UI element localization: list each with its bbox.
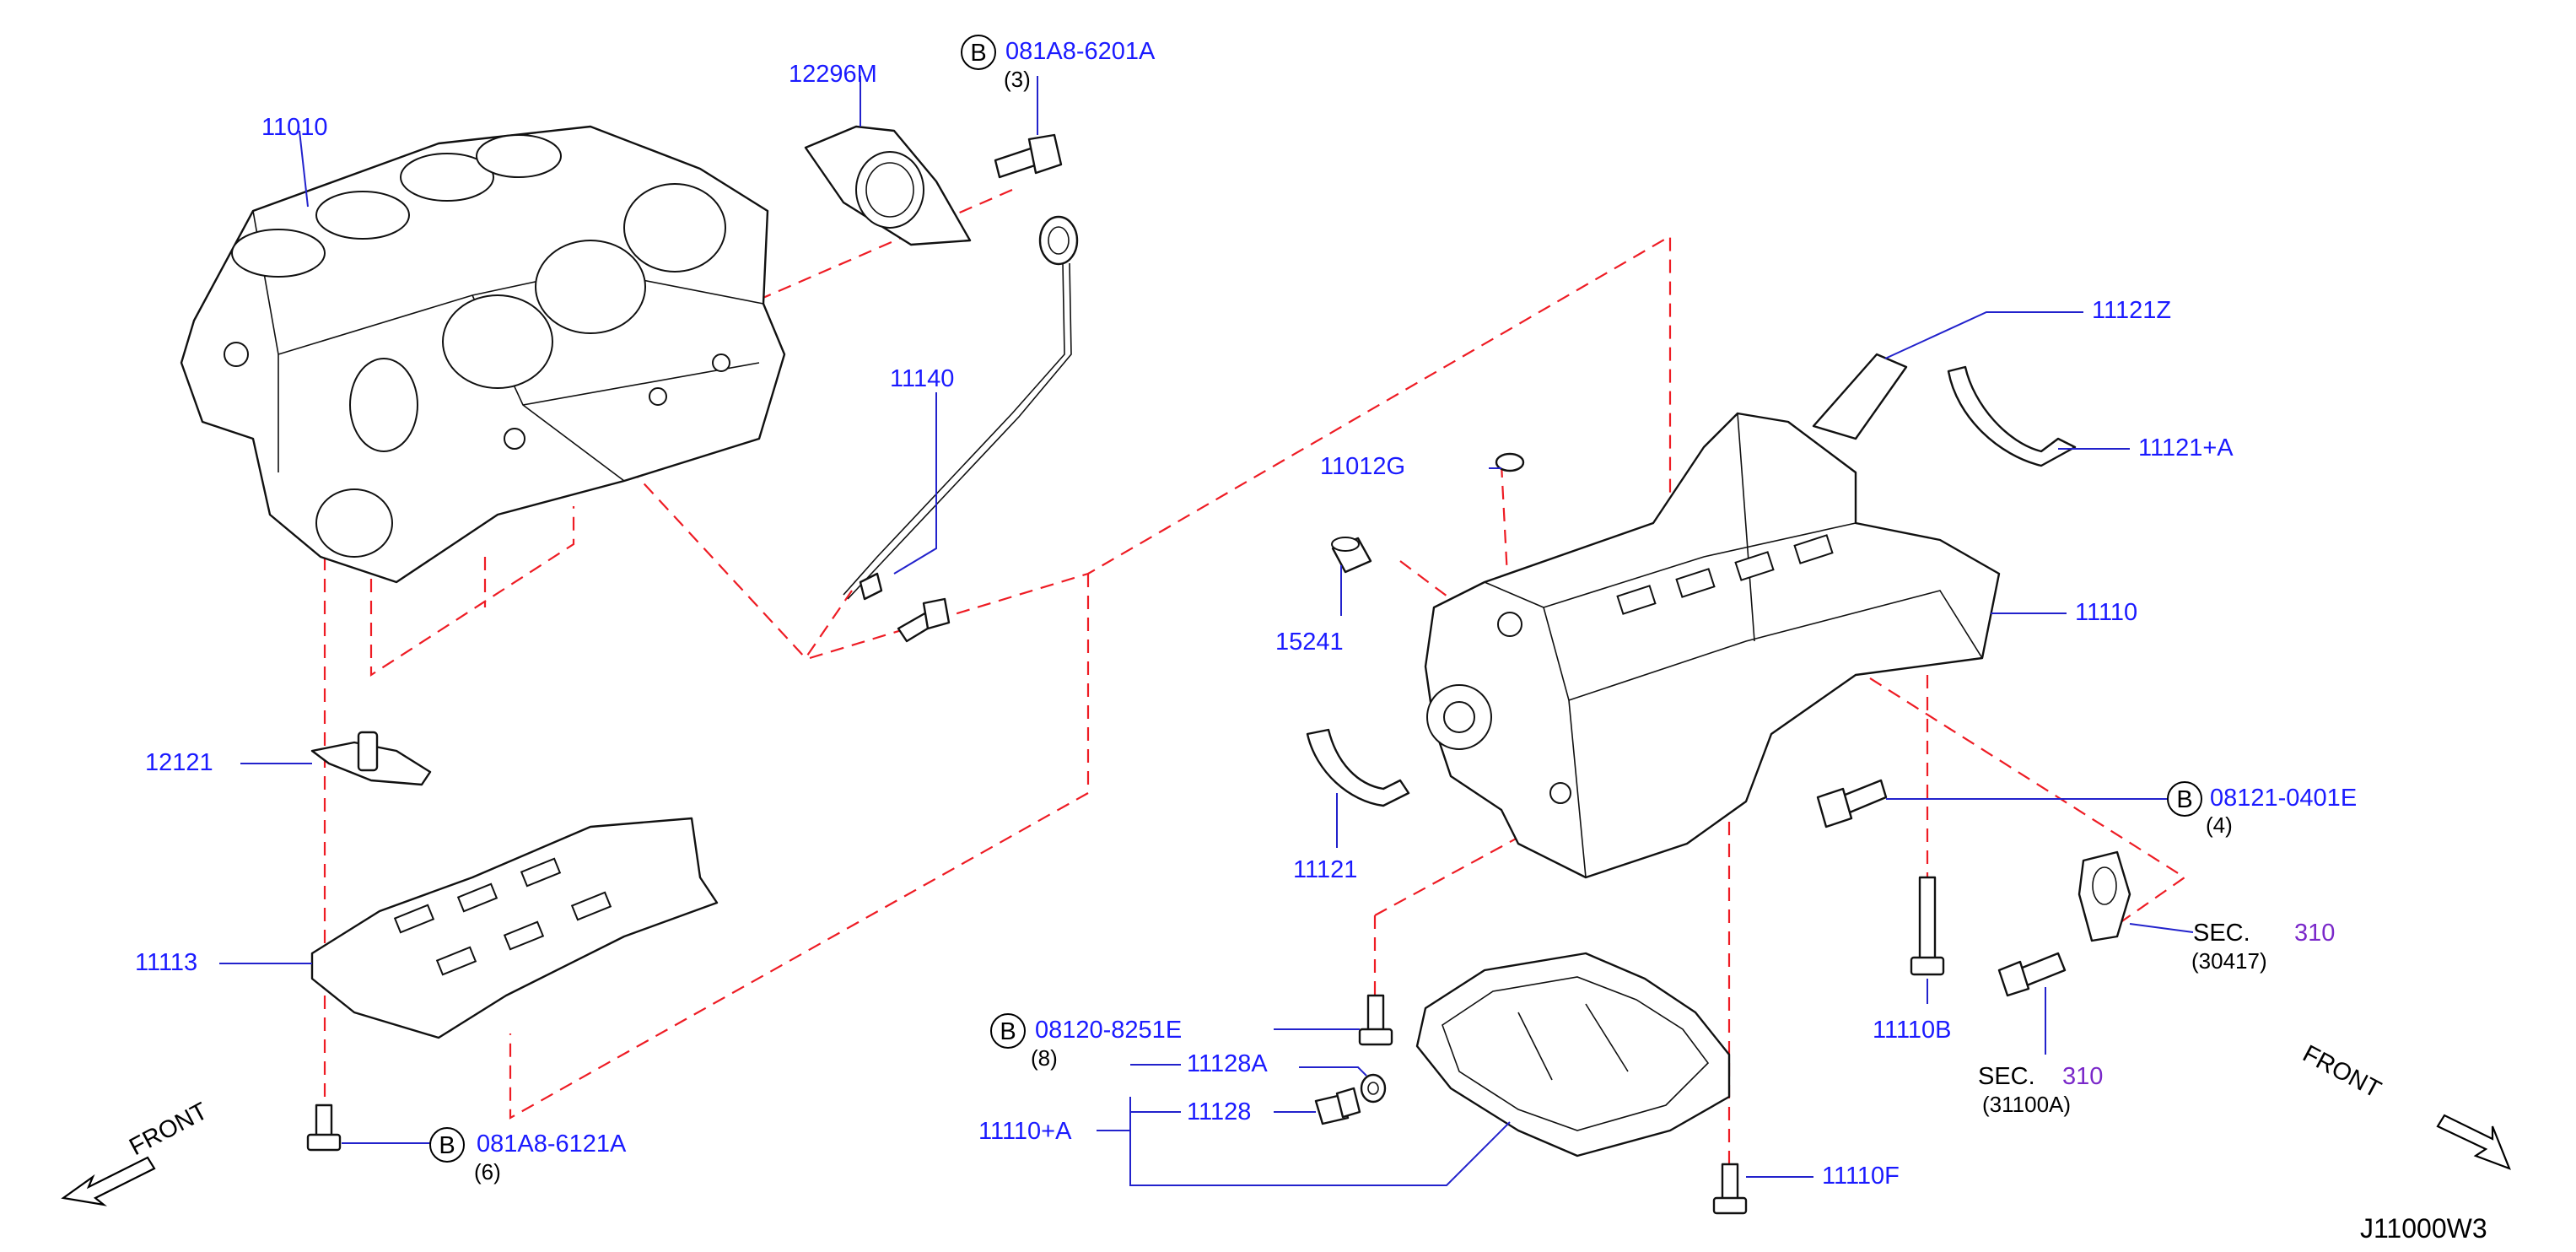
part-label-081a8-6121a: 081A8-6121A: [477, 1131, 627, 1158]
front-label-left: FRONT: [125, 1098, 212, 1161]
svg-text:B: B: [2176, 786, 2192, 813]
part-label-11110b: 11110B: [1873, 1017, 1952, 1044]
part-label-12296m: 12296M: [789, 61, 877, 88]
oil-pan-upper-icon: [1424, 412, 2001, 879]
bolt-marker-b-8251e: B: [990, 1013, 1026, 1049]
oil-pan-lower-icon: [1415, 952, 1731, 1158]
plug-icon: [1495, 452, 1525, 472]
part-label-081a8-6201a: 081A8-6201A: [1005, 38, 1156, 65]
seal-arc-icon: [1306, 728, 1410, 807]
bolt-marker-b-6121a: B: [429, 1127, 465, 1163]
oil-level-gauge-icon: [843, 215, 1079, 601]
seal-arc-icon: [1947, 365, 2077, 467]
diagram-code: J11000W3: [2360, 1213, 2487, 1244]
washer-icon: [1360, 1073, 1387, 1104]
drain-plug-icon: [1314, 1087, 1361, 1125]
gasket-strip-icon: [1812, 353, 1908, 440]
svg-text:310: 310: [2294, 920, 2335, 947]
quantity-label-8: (8): [1031, 1045, 1058, 1071]
svg-text:310: 310: [2062, 1063, 2103, 1090]
svg-text:(31100A): (31100A): [1982, 1092, 2071, 1117]
bolt-icon: [897, 597, 951, 643]
section-ref-30417: SEC. 310 (30417): [2191, 920, 2335, 974]
bolt-icon: [1358, 994, 1393, 1046]
part-label-11140: 11140: [890, 365, 954, 392]
part-label-11128a: 11128A: [1187, 1050, 1268, 1077]
oil-strainer-icon: [310, 731, 432, 786]
part-label-11121a: 11121+A: [2138, 434, 2234, 461]
front-label-right: FRONT: [2298, 1040, 2385, 1104]
section-ref-31100a: SEC. 310 (31100A): [1978, 1063, 2103, 1117]
svg-text:SEC.: SEC.: [1978, 1063, 2035, 1090]
part-label-08120-8251e: 08120-8251E: [1035, 1017, 1182, 1044]
rear-oil-seal-icon: [804, 125, 972, 246]
bolt-icon: [1712, 1163, 1748, 1215]
bolt-icon: [1910, 876, 1945, 976]
part-label-11121: 11121: [1293, 856, 1357, 883]
bolt-icon: [994, 133, 1063, 179]
leader-lines: [219, 76, 2194, 1186]
dowel-pin-icon: [1331, 537, 1372, 574]
baffle-plate-icon: [310, 817, 719, 1039]
bolt-marker-b-6201a: B: [961, 35, 996, 70]
bolt-icon: [1997, 952, 2067, 997]
svg-text:SEC.: SEC.: [2193, 920, 2250, 947]
part-label-11010: 11010: [261, 114, 328, 141]
part-label-12121: 12121: [145, 749, 213, 776]
engine-block-icon: [180, 125, 786, 584]
front-arrow-left: FRONT: [61, 1098, 213, 1206]
part-label-15241: 15241: [1275, 629, 1344, 656]
part-label-11113: 11113: [135, 949, 197, 976]
front-arrow-right: FRONT: [2298, 1040, 2511, 1170]
svg-text:B: B: [439, 1132, 455, 1159]
part-label-11121z: 11121Z: [2092, 297, 2171, 324]
bolt-marker-b-0401e: B: [2167, 781, 2202, 817]
quantity-label-6: (6): [474, 1159, 501, 1185]
bracket-icon: [2078, 850, 2131, 942]
part-label-11110f: 11110F: [1822, 1163, 1900, 1190]
part-label-11012g: 11012G: [1320, 453, 1405, 480]
quantity-label-4: (4): [2206, 812, 2233, 838]
part-label-11128: 11128: [1187, 1098, 1251, 1125]
svg-text:B: B: [1000, 1018, 1016, 1045]
bolt-icon: [306, 1104, 342, 1152]
part-label-08121-0401e: 08121-0401E: [2210, 785, 2357, 812]
svg-text:B: B: [970, 40, 986, 67]
quantity-label-3: (3): [1004, 67, 1031, 92]
bolt-icon: [1816, 779, 1888, 828]
part-label-11110a: 11110+A: [978, 1118, 1072, 1145]
svg-text:(30417): (30417): [2191, 948, 2267, 974]
part-label-11110: 11110: [2075, 599, 2137, 626]
